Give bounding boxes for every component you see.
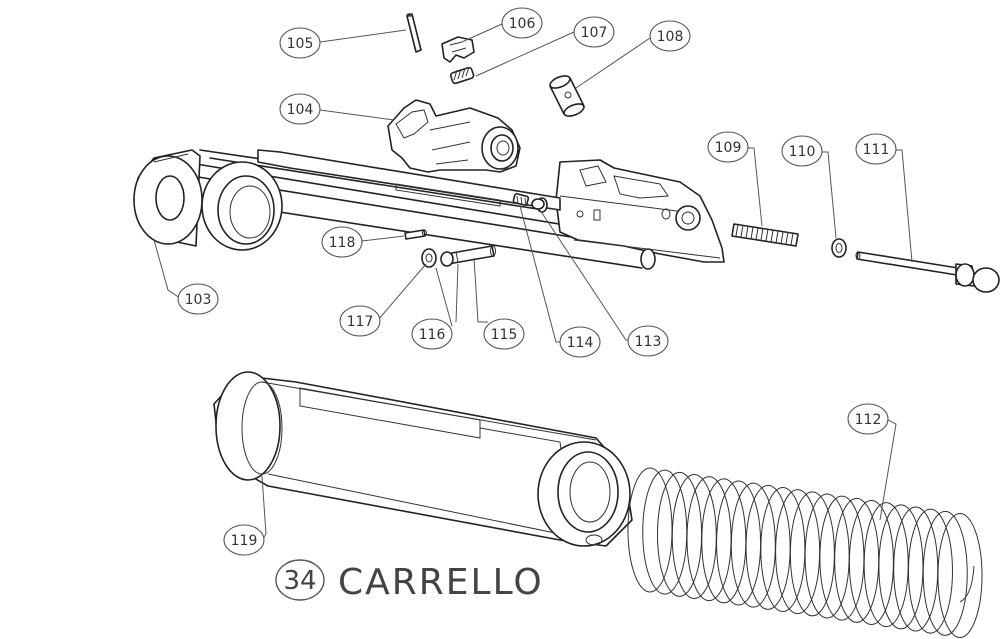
title-text: CARRELLO <box>338 562 544 603</box>
callout-label-110: 110 <box>789 144 816 160</box>
callout-label-113: 113 <box>635 334 662 350</box>
title-number-bubble <box>275 559 325 601</box>
callout-label-103: 103 <box>185 292 212 308</box>
part-110-washer <box>831 238 847 258</box>
callout-label-111: 111 <box>863 142 890 158</box>
part-106-extractor <box>441 36 475 63</box>
callout-label-104: 104 <box>287 102 314 118</box>
part-117-washer <box>421 248 437 268</box>
callout-label-114: 114 <box>567 335 594 351</box>
part-103-bolt-carrier <box>133 149 725 270</box>
part-107-spring <box>449 66 475 85</box>
part-115-pin <box>440 245 496 267</box>
part-108-cylinder <box>549 75 585 117</box>
part-113-pin <box>531 198 545 210</box>
callout-label-106: 106 <box>509 16 536 32</box>
callout-label-109: 109 <box>715 140 742 156</box>
diagram-title: 34 CARRELLO <box>275 559 544 603</box>
callout-label-108: 108 <box>657 29 684 45</box>
callout-label-117: 117 <box>347 314 374 330</box>
part-112-recoil-spring <box>627 467 983 639</box>
callout-label-118: 118 <box>329 235 356 251</box>
part-118-pin <box>404 229 427 240</box>
callout-label-115: 115 <box>491 327 518 343</box>
part-119-tube <box>213 371 633 547</box>
part-109-spring <box>731 223 799 247</box>
callout-label-105: 105 <box>287 36 314 52</box>
title-number: 34 <box>283 566 316 596</box>
callouts: 103 104 105 106 107 108 109 110 111 <box>153 7 913 556</box>
callout-label-112: 112 <box>855 412 882 428</box>
callout-label-116: 116 <box>419 327 446 343</box>
part-114-screw <box>512 193 530 207</box>
callout-label-107: 107 <box>581 25 608 41</box>
part-111-guide-rod <box>855 251 1000 293</box>
callout-label-119: 119 <box>231 533 258 549</box>
part-105-pin <box>406 13 422 53</box>
part-104-bolt-head <box>387 99 521 173</box>
